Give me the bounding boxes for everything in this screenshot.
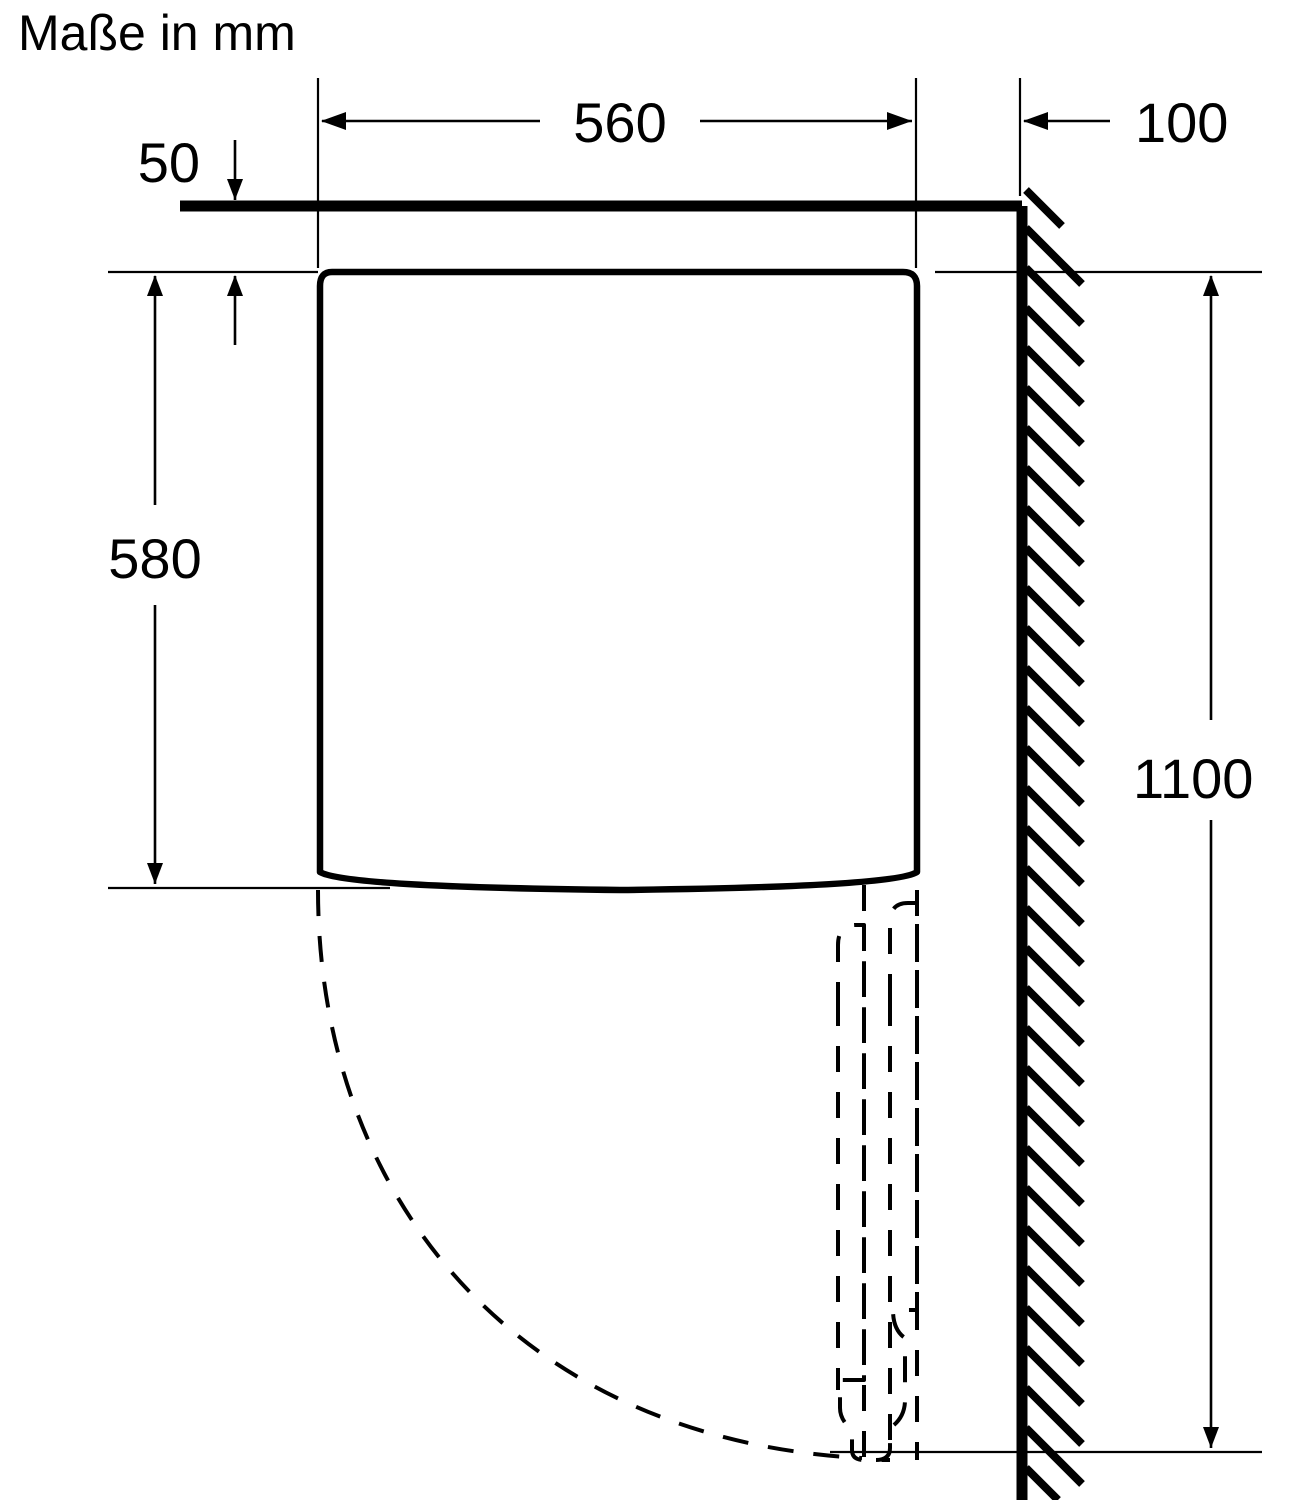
door-swing-arc (316, 889, 863, 1460)
dim-100-label: 100 (1135, 91, 1228, 154)
dim-560-label: 560 (573, 91, 666, 154)
dimension-50: 50 (138, 131, 243, 345)
extension-lines (108, 78, 1262, 1454)
appliance-body-outline (316, 268, 921, 894)
dim-580-label: 580 (108, 527, 201, 590)
door-panel-inner-dashed (875, 901, 919, 1462)
dim-50-label: 50 (138, 131, 200, 194)
dimension-100: 100 (1023, 91, 1228, 154)
dimension-580: 580 (108, 275, 202, 884)
dimension-1100: 1100 (1133, 275, 1253, 1448)
dim-1100-label: 1100 (1133, 747, 1253, 810)
wall-hatching (1023, 187, 1085, 1500)
door-panel-outer-dashed (836, 923, 890, 1462)
page-title: Maße in mm (18, 5, 296, 61)
dimension-560: 560 (321, 91, 912, 154)
